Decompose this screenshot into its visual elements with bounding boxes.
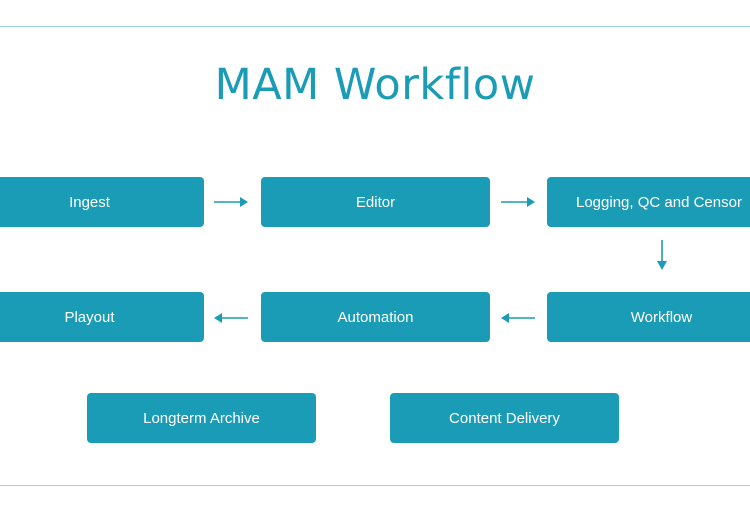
- top-divider: [0, 26, 750, 27]
- arrow-workflow-to-automation: [501, 312, 535, 324]
- node-ingest: Ingest: [0, 177, 204, 227]
- node-editor: Editor: [261, 177, 490, 227]
- arrow-editor-to-logging: [501, 196, 535, 208]
- arrow-logging-to-workflow: [656, 240, 668, 270]
- node-logging-qc-censor: Logging, QC and Censor: [547, 177, 750, 227]
- arrow-ingest-to-editor: [214, 196, 248, 208]
- diagram-title: MAM Workflow: [214, 60, 536, 110]
- node-playout: Playout: [0, 292, 204, 342]
- bottom-divider: [0, 485, 750, 486]
- node-longterm-archive: Longterm Archive: [87, 393, 316, 443]
- node-content-delivery: Content Delivery: [390, 393, 619, 443]
- node-workflow: Workflow: [547, 292, 750, 342]
- node-automation: Automation: [261, 292, 490, 342]
- arrow-automation-to-playout: [214, 312, 248, 324]
